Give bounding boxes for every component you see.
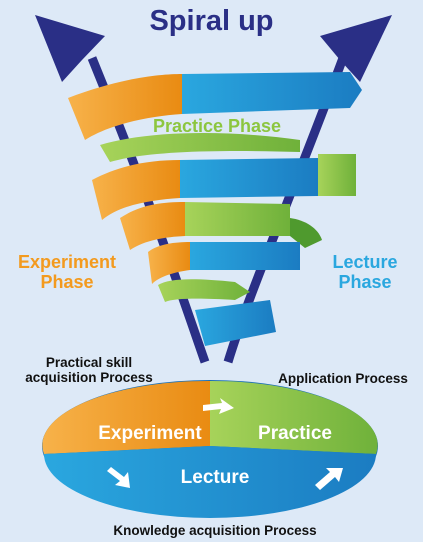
cycle-sector-lecture (44, 446, 376, 518)
ribbon-green-3 (185, 202, 290, 236)
arrow-up-left-icon (35, 15, 105, 82)
lecture-phase-label: Lecture Phase (315, 252, 415, 293)
ribbon-blue-5 (195, 300, 276, 346)
ribbon-orange-3 (120, 202, 185, 250)
ribbon-green-3b (290, 218, 322, 248)
ribbon-orange-4 (148, 242, 190, 284)
knowledge-process-label: Knowledge acquisition Process (113, 523, 317, 538)
cycle-practice-label: Practice (258, 423, 332, 444)
practice-phase-label: Practice Phase (152, 116, 282, 136)
skill-process-line1: Practical skill (45, 355, 133, 370)
cycle-experiment-label: Experiment (98, 423, 202, 444)
experiment-phase-label: Experiment Phase (12, 252, 122, 293)
application-process-label: Application Process (278, 371, 408, 386)
arrow-up-right-icon (320, 15, 392, 82)
experiment-phase-line2: Phase (40, 271, 94, 292)
cycle-sector-experiment (42, 380, 211, 454)
lecture-phase-line2: Phase (338, 271, 392, 292)
experiment-phase-line1: Experiment (17, 252, 117, 272)
ribbon-green-1 (100, 133, 300, 162)
cycle-lecture-label: Lecture (180, 467, 250, 488)
skill-process-label: Practical skill acquisition Process (14, 355, 164, 386)
skill-process-line2: acquisition Process (25, 369, 153, 385)
page-title: Spiral up (149, 5, 274, 37)
cycle-sector-practice (210, 380, 378, 454)
ribbon-blue-1 (182, 72, 362, 114)
ribbon-orange-1 (68, 74, 182, 140)
ribbon-blue-4 (190, 242, 300, 270)
ribbon-green-5 (158, 279, 250, 302)
ribbon-blue-2 (180, 158, 318, 198)
ribbon-orange-2 (92, 160, 180, 220)
cycle-arrow-icon (107, 398, 343, 490)
lecture-phase-line1: Lecture (332, 252, 398, 272)
ribbon-green-2 (318, 154, 356, 196)
